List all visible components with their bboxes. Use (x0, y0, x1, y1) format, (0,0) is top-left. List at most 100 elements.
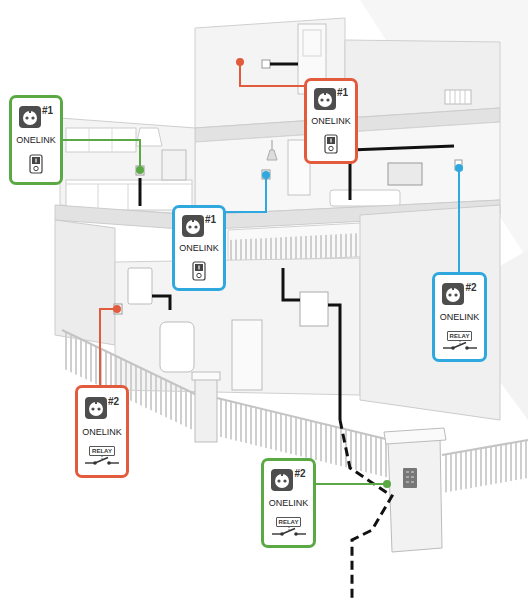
radiator-fins (450, 90, 465, 104)
terrace (228, 222, 380, 262)
callout-head: #1 (314, 88, 348, 110)
device-callout: #2ONELINK RELAY (75, 385, 129, 478)
relay-group: RELAY (85, 446, 119, 466)
lower-cabinets (66, 180, 192, 210)
callout-head: #2 (271, 469, 305, 491)
terrace-railing (228, 232, 380, 262)
boiler (128, 268, 152, 304)
socket-plate (85, 397, 107, 419)
brand-name: ONELINK (311, 117, 351, 127)
socket-hole (194, 226, 197, 229)
device-callout: #2ONELINK RELAY (261, 458, 316, 548)
socket-face (318, 93, 332, 107)
socket-plate (182, 215, 204, 237)
callout-head: #1 (19, 106, 53, 128)
relay-label: RELAY (447, 331, 473, 341)
electrical-panel (300, 292, 328, 326)
black-cables (140, 64, 454, 600)
leader-dot (136, 166, 144, 174)
buried-cable (340, 420, 392, 600)
leader-line (225, 176, 266, 212)
cable (270, 63, 298, 66)
socket-pin (281, 473, 283, 476)
leader-line (315, 483, 385, 485)
relay-wire (85, 463, 94, 464)
socket-plate (442, 283, 464, 305)
relay-wire (272, 533, 281, 534)
relay-arm (453, 342, 466, 348)
socket-hole (25, 116, 28, 119)
leader-line (240, 62, 305, 86)
relay-wire (468, 347, 477, 348)
device-number: #2 (108, 397, 119, 407)
relay-label: RELAY (89, 446, 115, 456)
leader-dot (236, 58, 244, 66)
water-tank (160, 322, 194, 372)
socket-hole (284, 479, 287, 482)
relay-group: RELAY (272, 517, 306, 537)
relay-wire (110, 463, 119, 464)
device-callout: #1ONELINK (304, 78, 358, 164)
switch-on-mark (198, 265, 199, 269)
switch-group (324, 134, 338, 154)
cable (139, 178, 142, 206)
cable (152, 296, 170, 310)
switch-body (193, 262, 205, 280)
relay-link (288, 527, 289, 531)
cable (350, 146, 454, 150)
socket-hole (188, 226, 191, 229)
device-callout: #1ONELINK (172, 205, 226, 291)
fence-rail (217, 398, 390, 440)
callout-head: #1 (182, 215, 216, 237)
wall (55, 220, 115, 345)
relay-symbol (272, 527, 306, 537)
switch-rocker (32, 157, 40, 164)
pillar (195, 378, 217, 442)
device-callout: #1ONELINK (9, 95, 63, 185)
sofa (330, 190, 400, 206)
relay-link (459, 341, 460, 345)
lamp-cord (272, 140, 273, 150)
pillar-cap (384, 428, 446, 444)
brand-name: ONELINK (440, 313, 480, 323)
cable (328, 305, 340, 420)
cable (283, 268, 300, 300)
socket-face (446, 288, 460, 302)
gate-pillar (388, 436, 442, 552)
tv (388, 163, 422, 185)
leader-dot (455, 164, 463, 172)
switch-symbol (192, 261, 206, 281)
socket-face (23, 111, 37, 125)
door (232, 320, 262, 390)
switch-off-mark (197, 273, 201, 277)
device-number: #2 (294, 469, 305, 479)
switch-group (192, 261, 206, 281)
switch-body (325, 135, 337, 153)
brand-name: ONELINK (269, 499, 309, 509)
socket-hole (320, 99, 323, 102)
socket-hole (449, 293, 452, 296)
intercom-keypad (403, 468, 417, 488)
socket-icon (182, 215, 204, 237)
wall-socket (114, 304, 122, 314)
socket-plate (314, 88, 336, 110)
socket-icon (271, 469, 293, 491)
lamp (267, 150, 277, 160)
switch-group (29, 154, 43, 174)
socket-icon (19, 106, 41, 128)
leaders (62, 62, 459, 484)
socket-hole (97, 407, 100, 410)
switch-symbol (324, 134, 338, 154)
relay-wire (297, 533, 306, 534)
brand-name: ONELINK (82, 428, 122, 438)
wall-socket (136, 166, 144, 175)
brand-name: ONELINK (16, 136, 56, 146)
leader-dot (113, 305, 121, 313)
wall (345, 40, 500, 118)
wall (60, 118, 195, 215)
side-wall (360, 205, 500, 420)
switch-plate (262, 170, 270, 179)
device-number: #1 (42, 106, 53, 116)
socket-hole (455, 293, 458, 296)
brand-name: ONELINK (179, 244, 219, 254)
